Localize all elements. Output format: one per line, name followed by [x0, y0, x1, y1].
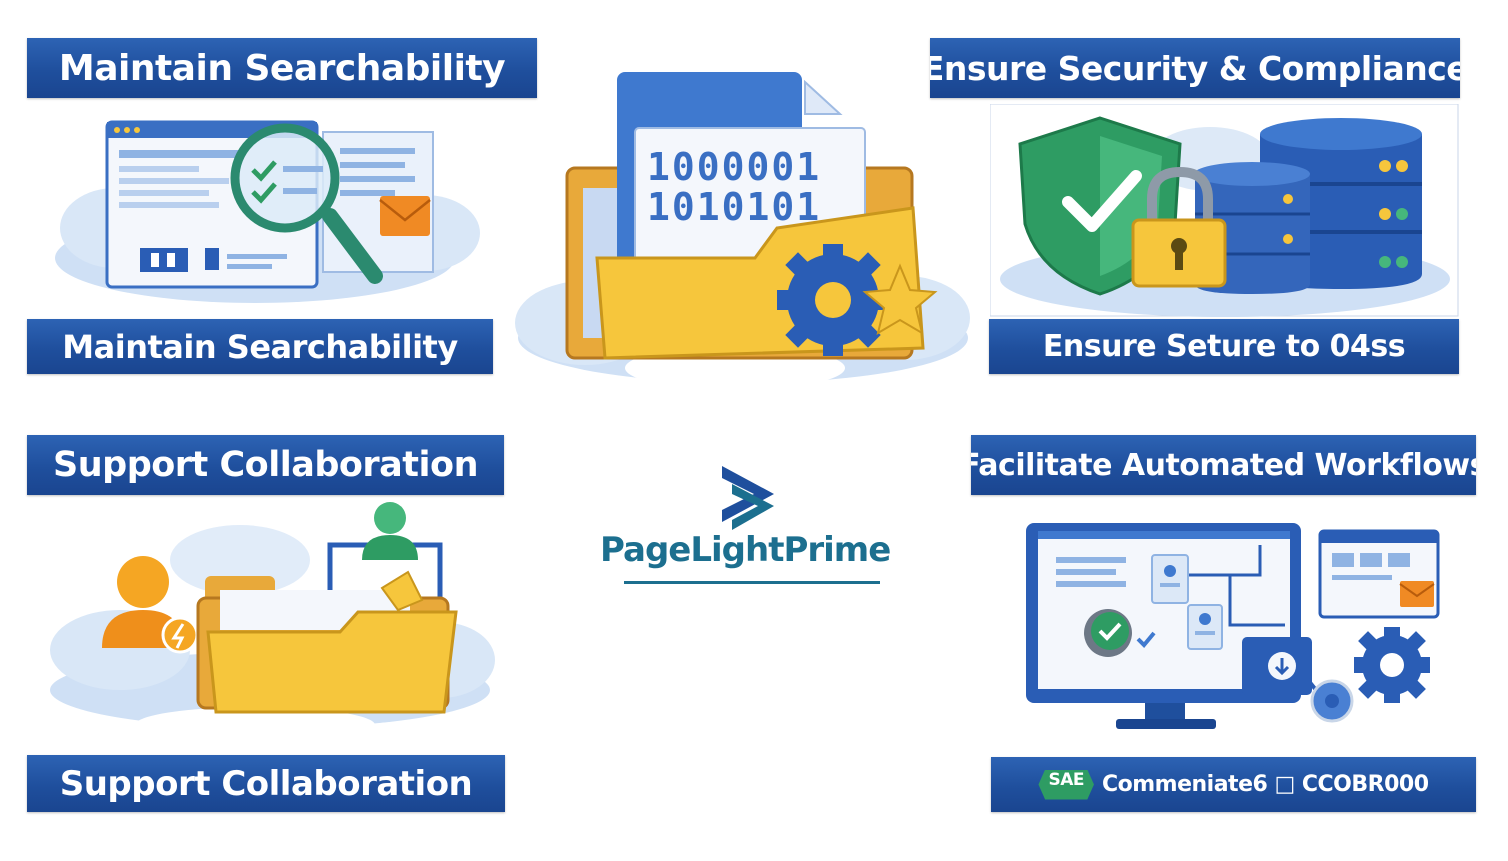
logo-underline [624, 581, 880, 584]
logo-wordmark: PageLightPrime [600, 530, 891, 570]
collaboration-title: Support Collaboration [53, 445, 478, 485]
monitor-icon [1026, 523, 1301, 729]
cloud-shape [135, 707, 375, 740]
folder-icon [196, 570, 458, 714]
profile-card-icon [1151, 554, 1223, 650]
center-folder-illustration: 1000001 1010101 [515, 72, 970, 388]
collaboration-illustration [50, 502, 495, 740]
download-device-icon [1242, 637, 1354, 723]
padlock-icon [1131, 166, 1227, 288]
workflows-badge: SAE [1038, 769, 1094, 800]
searchability-title: Maintain Searchability [58, 47, 506, 89]
gear-icon [777, 244, 889, 356]
workflows-illustration [1026, 523, 1440, 729]
searchability-caption: Maintain Searchability [62, 327, 458, 366]
magnifier-icon [230, 123, 383, 284]
collaboration-caption-banner: Support Collaboration [27, 755, 505, 812]
searchability-illustration [55, 120, 480, 303]
security-caption-banner: Ensure Seture to 04ss [989, 319, 1459, 374]
workflows-title: Facilitate Automated Workflows [971, 447, 1476, 483]
collaboration-title-banner: Support Collaboration [27, 435, 504, 495]
workflows-caption: Commeniate6 □ CCOBR000 [1101, 772, 1429, 797]
workflows-caption-banner: SAE Commeniate6 □ CCOBR000 [991, 757, 1476, 812]
binary-line-2: 1010101 [647, 185, 821, 229]
security-illustration [990, 104, 1459, 317]
security-caption: Ensure Seture to 04ss [1042, 329, 1406, 364]
envelope-icon [379, 196, 431, 236]
searchability-caption-banner: Maintain Searchability [27, 319, 493, 374]
gear-icon [1354, 627, 1430, 703]
logo-chevron-icon [722, 466, 774, 530]
star-icon [862, 263, 938, 336]
browser-window-icon [1318, 529, 1440, 619]
security-title-banner: Ensure Security & Compliance [930, 38, 1460, 98]
user-avatar-orange-icon [102, 556, 199, 654]
user-avatar-green-icon [362, 502, 418, 560]
check-circle-icon [1084, 609, 1156, 657]
cloud-shape [170, 525, 310, 595]
workflows-title-banner: Facilitate Automated Workflows [971, 435, 1476, 495]
connection-lines [327, 542, 443, 610]
collaboration-caption: Support Collaboration [59, 763, 473, 804]
searchability-title-banner: Maintain Searchability [27, 38, 537, 98]
security-title: Ensure Security & Compliance [930, 48, 1460, 88]
binary-line-1: 1000001 [647, 145, 821, 189]
